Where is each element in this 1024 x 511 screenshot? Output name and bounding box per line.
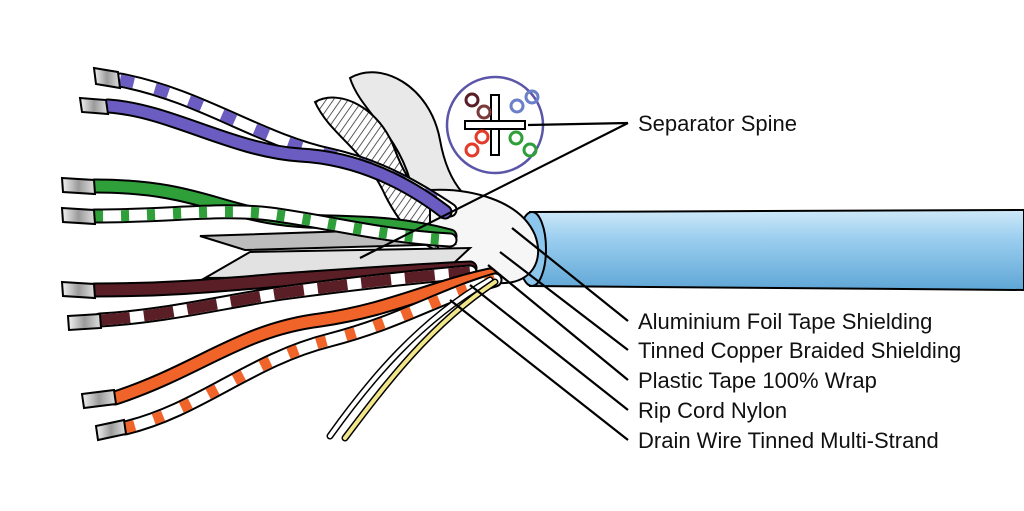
brown-twisted-pair — [60, 260, 478, 332]
drain-wire — [341, 278, 499, 442]
label-aluminium-foil: Aluminium Foil Tape Shielding — [638, 309, 932, 334]
rip-cord — [326, 276, 494, 440]
label-rip-cord: Rip Cord Nylon — [638, 398, 787, 423]
label-drain-wire: Drain Wire Tinned Multi-Strand — [638, 428, 939, 453]
label-plastic-tape: Plastic Tape 100% Wrap — [638, 368, 877, 393]
label-braided-shielding: Tinned Copper Braided Shielding — [638, 338, 961, 363]
green-twisted-pair — [60, 176, 458, 248]
label-separator-spine: Separator Spine — [638, 111, 797, 136]
orange-twisted-pair — [80, 267, 503, 442]
blue-twisted-pair — [78, 66, 458, 220]
cable-jacket — [517, 208, 1024, 292]
leader-lines — [359, 121, 629, 441]
cross-section-inset — [445, 75, 545, 175]
